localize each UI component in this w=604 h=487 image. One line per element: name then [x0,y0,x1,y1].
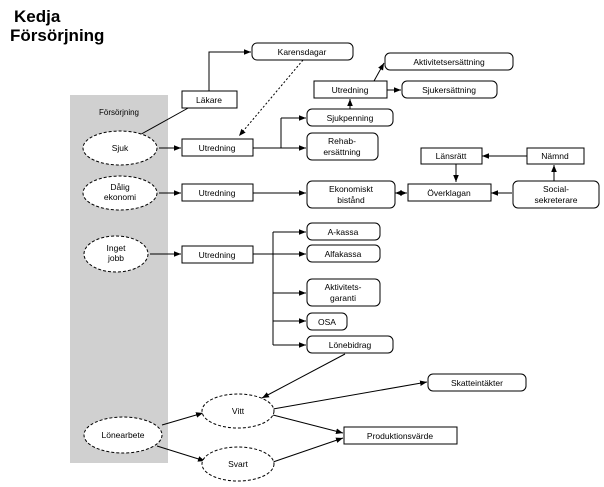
oval-vitt: Vitt [201,393,275,429]
label-rehab-line1: Rehab- [328,136,356,146]
connector-karensdagar-utredning [238,59,304,137]
box-produktionsvarde [343,426,458,445]
panel-label: Försörjning [99,108,139,117]
label-social-line2: sekreterare [535,195,578,205]
title-line1: Kedja [14,7,61,26]
box-lonebidrag [306,335,394,354]
label-ekonomiskt-line1: Ekonomiskt [329,184,374,194]
box-karensdagar [251,42,354,61]
oval-vitt-label: Vitt [232,406,245,416]
box-osa [306,312,348,331]
label-alfakassa: Alfakassa [325,249,362,259]
connector-lonearbete-vitt [161,412,204,426]
label-osa: OSA [318,317,336,327]
label-utredning-ekonomi: Utredning [199,188,236,198]
connector-lonebidrag-vitt [261,353,346,399]
label-skatteintakter: Skatteintäkter [451,378,503,388]
box-akassa [306,222,381,241]
label-aktivitets-line2: garanti [330,293,356,303]
label-ekonomiskt-line2: bistånd [337,195,365,205]
box-lansratt [420,147,483,165]
label-lansratt: Länsrätt [436,151,467,161]
box-utredning-upper [313,80,388,99]
box-social [512,180,600,209]
label-lakare: Läkare [196,95,222,105]
box-utredning-sjuk [181,138,254,157]
label-karensdagar: Karensdagar [278,47,327,57]
connectors [135,49,557,463]
oval-lonearbete-label: Lönearbete [101,430,144,440]
connector-svart-produktionsvarde [272,437,344,463]
box-alfakassa [306,244,381,263]
oval-dalig-ekonomi: Dålig ekonomi [82,175,158,211]
box-utredning-jobb [181,245,254,264]
label-aktivitetsersattning: Aktivitetsersättning [413,57,485,67]
box-overklagan [407,183,492,202]
connector-vitt-produktionsvarde [272,414,344,434]
box-sjukersattning [401,80,498,99]
oval-inget-jobb: Inget jobb [83,235,149,273]
label-namnd: Nämnd [541,151,569,161]
label-akassa: A-kassa [328,227,359,237]
connector-lakare-karensdagar [208,49,251,91]
connector-vitt-skatteintakter [272,380,428,410]
title-line2: Försörjning [10,26,104,45]
box-utredning-ekonomi [181,183,254,202]
label-produktionsvarde: Produktionsvärde [367,431,433,441]
label-utredning-sjuk: Utredning [199,143,236,153]
box-rehab [306,132,379,161]
oval-svart: Svart [201,446,275,482]
label-utredning-upper: Utredning [332,85,369,95]
oval-dalig-label-line1: Dålig [110,182,130,192]
label-utredning-jobb: Utredning [199,250,236,260]
connector-to-aktivitetsersattning [373,62,385,82]
label-social-line1: Social- [543,184,569,194]
box-skatteintakter [427,373,527,392]
oval-sjuk-label: Sjuk [112,143,129,153]
connector-sjuk-lakare [135,106,191,138]
connector-lonearbete-svart [156,445,206,462]
oval-sjuk: Sjuk [82,130,158,166]
oval-dalig-label-line2: ekonomi [104,192,136,202]
box-aktivitetsgaranti [306,278,381,307]
label-lonebidrag: Lönebidrag [329,340,372,350]
oval-lonearbete: Lönearbete [83,416,163,454]
oval-inget-label-line1: Inget [107,243,127,253]
label-aktivitets-line1: Aktivitets- [325,282,362,292]
box-sjukpenning [306,108,394,127]
box-namnd [526,147,585,165]
label-sjukpenning: Sjukpenning [327,113,374,123]
box-ekonomiskt [306,180,396,209]
label-overklagan: Överklagan [427,188,471,198]
box-lakare [181,90,238,109]
oval-inget-label-line2: jobb [107,253,124,263]
label-sjukersattning: Sjukersättning [422,85,476,95]
oval-svart-label: Svart [228,459,248,469]
label-rehab-line2: ersättning [323,147,361,157]
box-aktivitetsersattning [384,52,514,71]
